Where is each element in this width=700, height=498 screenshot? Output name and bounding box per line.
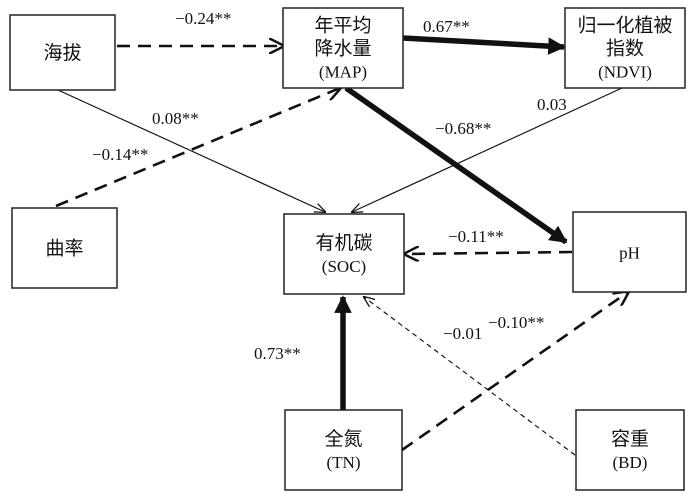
- node-label-curvature-0: 曲率: [45, 237, 83, 259]
- node-curvature: 曲率: [11, 207, 118, 289]
- node-label-ndvi-0: 归一化植被: [577, 14, 672, 36]
- coef-label-bd-soc: −0.01: [443, 324, 482, 343]
- coef-label-map-ph: −0.68**: [435, 119, 491, 138]
- node-box-altitude: [9, 14, 116, 91]
- edge-ndvi-soc: [352, 87, 623, 212]
- edge-altitude-soc: [57, 89, 325, 212]
- node-label-ph-0: pH: [619, 243, 640, 262]
- node-label-ndvi-2: (NDVI): [598, 62, 652, 81]
- coef-label-tn-soc: 0.73**: [254, 344, 301, 363]
- coef-label-ph-soc: −0.11**: [448, 227, 504, 246]
- edge-tn-ph: [401, 292, 628, 452]
- node-box-map: [282, 7, 404, 89]
- node-label-map-1: 降水量: [314, 37, 371, 59]
- coef-label-map-ndvi: 0.67**: [423, 17, 470, 36]
- edge-bd-soc: [364, 297, 576, 456]
- node-box-curvature: [11, 207, 118, 289]
- node-label-altitude-0: 海拔: [43, 42, 81, 64]
- node-bd: 容重 (BD): [575, 409, 685, 491]
- node-soc: 有机碳 (SOC): [283, 213, 405, 295]
- node-label-soc-1: (SOC): [322, 257, 366, 276]
- node-box-bd: [575, 409, 685, 491]
- coef-label-ndvi-soc: 0.03: [537, 95, 567, 114]
- node-label-bd-1: (BD): [613, 453, 648, 472]
- edge-ph-soc: [405, 252, 573, 254]
- labels-layer: −0.24** 0.67** 0.08**−0.14** 0.03 −0.68** −0.…: [92, 9, 567, 363]
- node-label-bd-0: 容重: [611, 428, 649, 450]
- coef-label-altitude-soc: 0.08**: [152, 109, 199, 128]
- node-box-soc: [283, 213, 405, 295]
- edges-layer: [55, 35, 628, 456]
- coef-label-tn-ph: −0.10**: [488, 313, 544, 332]
- node-box-tn: [284, 409, 403, 491]
- node-label-tn-1: (TN): [327, 453, 361, 472]
- coef-label-altitude-map: −0.24**: [175, 9, 231, 28]
- edge-map-ndvi: [402, 35, 566, 55]
- node-box-ph: [572, 211, 687, 293]
- node-box-ndvi: [564, 7, 686, 89]
- node-label-soc-0: 有机碳: [315, 232, 372, 254]
- node-label-map-2: (MAP): [319, 62, 367, 81]
- node-tn: 全氮 (TN): [284, 409, 403, 491]
- edge-map-ph: [344, 85, 568, 245]
- node-altitude: 海拔: [9, 14, 116, 91]
- node-ph: pH: [572, 211, 687, 293]
- coef-label-curvature-map: −0.14**: [92, 145, 148, 164]
- node-label-tn-0: 全氮: [324, 428, 362, 450]
- node-label-map-0: 年平均: [314, 14, 371, 36]
- node-label-ndvi-1: 指数: [606, 37, 644, 59]
- edge-curvature-map: [55, 88, 340, 208]
